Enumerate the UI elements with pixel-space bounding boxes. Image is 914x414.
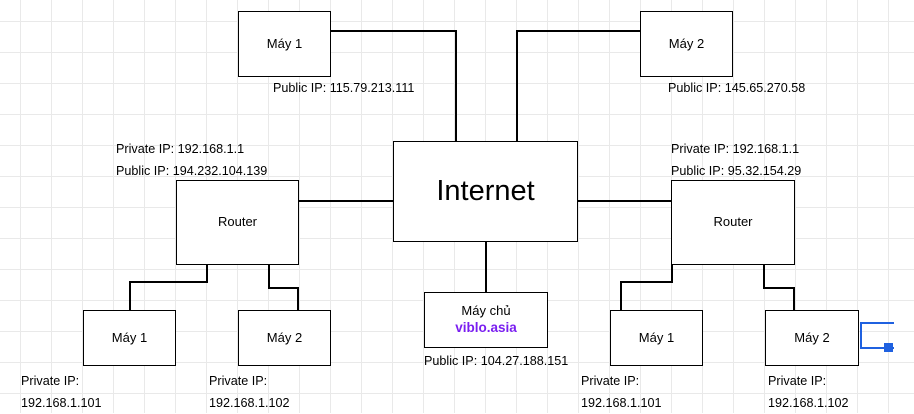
- label-right-host2-private-title: Private IP:: [768, 374, 827, 388]
- wire-top-right-host-horizontal: [516, 30, 641, 32]
- node-server[interactable]: Máy chủ viblo.asia: [424, 292, 548, 348]
- node-left-router[interactable]: Router: [176, 180, 299, 265]
- wire-right-router-branch-2: [763, 287, 794, 289]
- wire-right-router-drop-1: [671, 264, 673, 282]
- node-top-left-host[interactable]: Máy 1: [238, 11, 331, 77]
- wire-internet-to-server: [485, 241, 487, 293]
- wire-right-router-branch-1: [620, 281, 673, 283]
- label-right-router-private-ip: Private IP: 192.168.1.1: [671, 142, 800, 156]
- node-left-lan-host-2[interactable]: Máy 2: [238, 310, 331, 366]
- node-internet[interactable]: Internet: [393, 141, 578, 242]
- wire-left-router-drop-1: [206, 264, 208, 282]
- wire-left-host1-riser: [129, 281, 131, 310]
- label-left-host1-private-value: 192.168.1.101: [21, 396, 102, 410]
- wire-right-router-drop-2: [763, 264, 765, 288]
- label-top-left-public-ip: Public IP: 115.79.213.111: [273, 81, 415, 95]
- label-left-router-private-ip: Private IP: 192.168.1.1: [116, 142, 245, 156]
- node-top-left-host-label: Máy 1: [266, 35, 303, 51]
- node-left-lan-host-2-label: Máy 2: [266, 329, 303, 345]
- wire-right-host2-riser: [793, 287, 795, 310]
- node-top-right-host[interactable]: Máy 2: [640, 11, 733, 77]
- label-left-router-public-ip: Public IP: 194.232.104.139: [116, 164, 268, 178]
- label-top-right-public-ip: Public IP: 145.65.270.58: [668, 81, 806, 95]
- node-right-lan-host-2-label: Máy 2: [794, 329, 830, 345]
- wire-top-right-host-vertical: [516, 30, 518, 142]
- node-server-label: Máy chủ: [461, 303, 511, 319]
- selection-endpoint-handle[interactable]: [884, 343, 893, 352]
- wire-left-router-branch-2: [268, 287, 299, 289]
- wire-right-router-to-internet: [577, 200, 672, 202]
- label-right-router-public-ip: Public IP: 95.32.154.29: [671, 164, 802, 178]
- node-left-lan-host-1-label: Máy 1: [111, 329, 148, 345]
- node-internet-label: Internet: [436, 175, 535, 208]
- wire-top-left-host-horizontal: [330, 30, 456, 32]
- node-right-lan-host-1[interactable]: Máy 1: [610, 310, 703, 366]
- selected-connector-outline[interactable]: [860, 322, 894, 349]
- label-left-host2-private-title: Private IP:: [209, 374, 268, 388]
- node-top-right-host-label: Máy 2: [668, 35, 705, 51]
- wire-left-router-drop-2: [268, 264, 270, 288]
- node-right-router-label: Router: [713, 214, 753, 230]
- label-right-host1-private-title: Private IP:: [581, 374, 640, 388]
- label-right-host2-private-value: 192.168.1.102: [768, 396, 849, 410]
- wire-left-router-to-internet: [298, 200, 394, 202]
- node-server-domain: viblo.asia: [455, 319, 517, 335]
- wire-right-host1-riser: [620, 281, 622, 310]
- label-server-public-ip: Public IP: 104.27.188.151: [424, 354, 569, 368]
- wire-left-router-branch-1: [129, 281, 208, 283]
- node-right-router[interactable]: Router: [671, 180, 795, 265]
- node-left-lan-host-1[interactable]: Máy 1: [83, 310, 176, 366]
- wire-left-host2-riser: [297, 287, 299, 310]
- label-right-host1-private-value: 192.168.1.101: [581, 396, 662, 410]
- node-right-lan-host-2[interactable]: Máy 2: [765, 310, 859, 366]
- node-right-lan-host-1-label: Máy 1: [638, 329, 675, 345]
- label-left-host1-private-title: Private IP:: [21, 374, 80, 388]
- label-left-host2-private-value: 192.168.1.102: [209, 396, 290, 410]
- wire-top-left-host-vertical: [455, 30, 457, 142]
- node-left-router-label: Router: [217, 214, 258, 230]
